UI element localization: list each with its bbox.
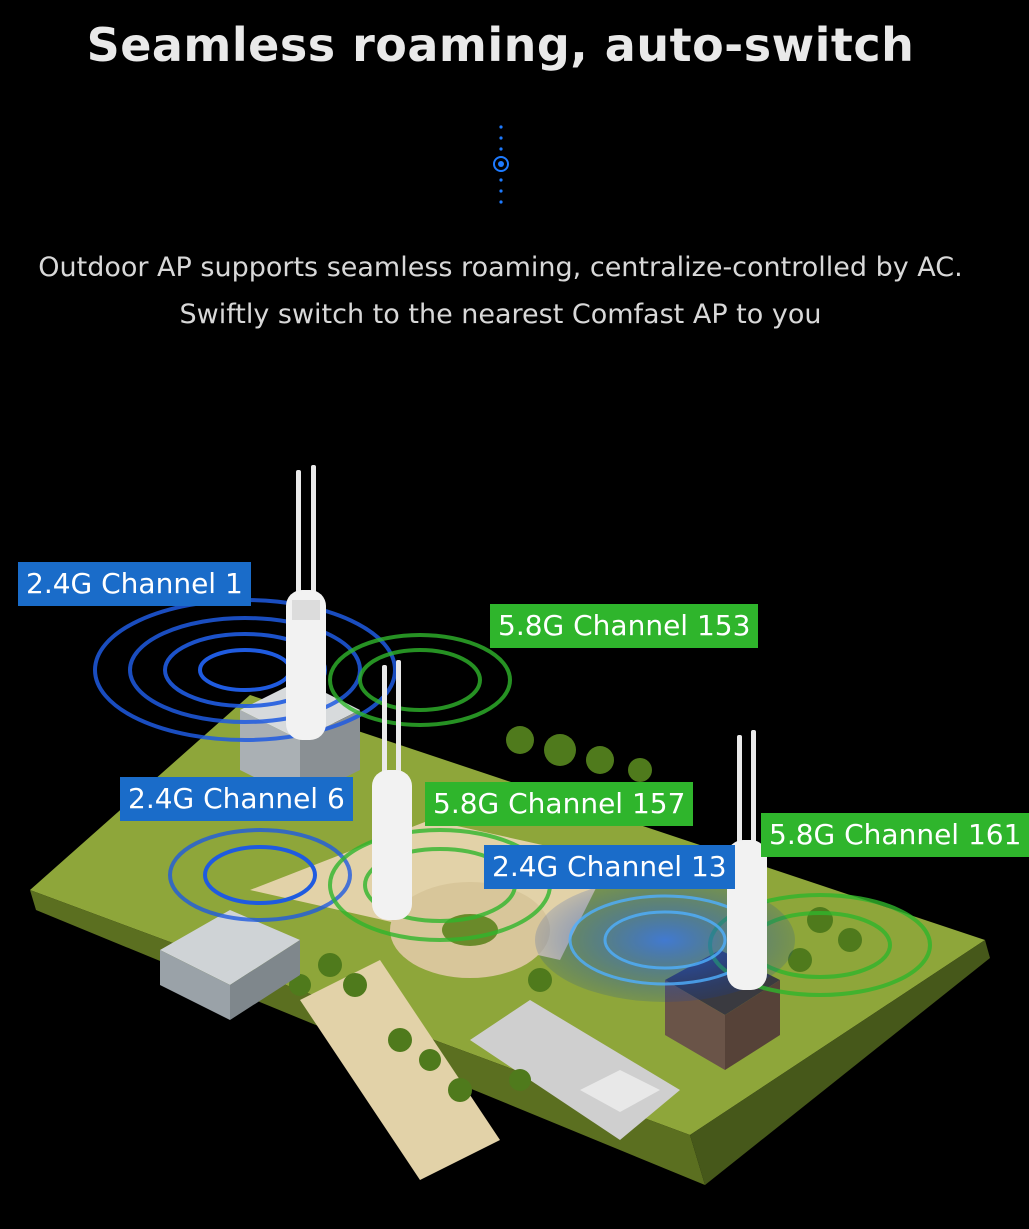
access-point-2 <box>372 660 412 920</box>
description-line-1: Outdoor AP supports seamless roaming, ce… <box>38 252 963 283</box>
access-point-3 <box>727 730 767 990</box>
ap3-2g-channel-label: 2.4G Channel 13 <box>484 845 735 889</box>
description-line-2: Swiftly switch to the nearest Comfast AP… <box>179 299 822 330</box>
city-scene: 2.4G Channel 1 5.8G Channel 153 2.4G Cha… <box>0 440 1029 1225</box>
ap1-2g-channel-label: 2.4G Channel 1 <box>18 562 251 606</box>
access-point-1 <box>286 465 326 740</box>
dot-divider-icon <box>493 125 509 204</box>
ap3-5g-channel-label: 5.8G Channel 161 <box>761 813 1029 857</box>
ap1-5g-channel-label: 5.8G Channel 153 <box>490 604 759 648</box>
ap2-5g-channel-label: 5.8G Channel 157 <box>425 782 694 826</box>
description: Outdoor AP supports seamless roaming, ce… <box>0 244 1001 338</box>
page-title: Seamless roaming, auto-switch <box>86 18 915 72</box>
ap2-2g-channel-label: 2.4G Channel 6 <box>120 777 353 821</box>
